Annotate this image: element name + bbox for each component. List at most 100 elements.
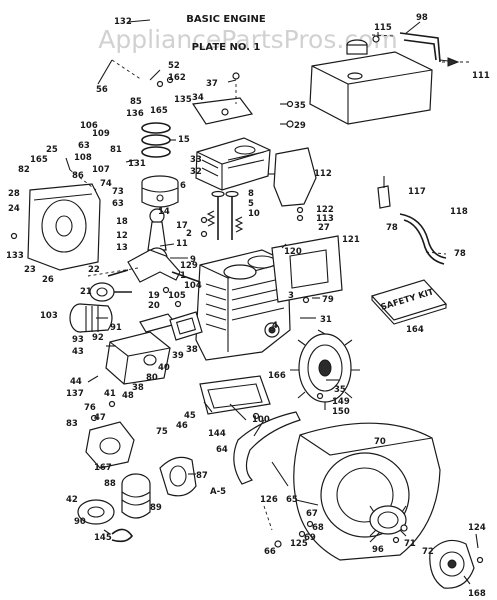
label-106: 106 (80, 121, 98, 131)
label-111: 111 (472, 71, 490, 81)
label-107: 107 (92, 165, 110, 175)
label-70: 70 (374, 437, 386, 447)
label-39: 39 (172, 351, 184, 361)
label-2: 2 (186, 229, 192, 239)
label-35: 35 (294, 101, 306, 111)
label-37: 37 (206, 79, 218, 89)
label-165-left: 165 (30, 155, 48, 165)
label-92: 92 (92, 333, 104, 343)
fasteners-illustration (10, 72, 484, 564)
plate-reference: A-5 (210, 487, 226, 497)
piston-illustration (141, 175, 179, 208)
label-87: 87 (196, 471, 208, 481)
label-52: 52 (168, 61, 180, 71)
label-69: 69 (304, 533, 316, 543)
label-48: 48 (122, 391, 134, 401)
label-1: 1 (180, 271, 186, 281)
label-118: 118 (450, 207, 468, 217)
label-38: 38 (132, 383, 144, 393)
head-bracket-illustration (191, 97, 254, 125)
label-32: 32 (190, 167, 202, 177)
starter-pulley-illustration (369, 505, 407, 537)
label-168: 168 (468, 589, 486, 599)
label-20: 20 (148, 301, 160, 311)
piston-rings-illustration (141, 122, 171, 158)
label-80: 80 (146, 373, 158, 383)
label-126: 126 (260, 495, 278, 505)
label-56: 56 (96, 85, 108, 95)
label-131: 131 (128, 159, 146, 169)
fuel-line-illustration (377, 176, 447, 265)
label-85: 85 (130, 97, 142, 107)
label-74: 74 (100, 179, 112, 189)
crankcase-cover-illustration (27, 183, 101, 271)
label-5: 5 (248, 199, 254, 209)
label-121: 121 (342, 235, 360, 245)
label-86: 86 (72, 171, 84, 181)
label-46: 46 (176, 421, 188, 431)
label-113: 113 (316, 214, 334, 224)
label-38-top: 38 (186, 345, 198, 355)
label-72: 72 (422, 547, 434, 557)
label-64: 64 (216, 445, 228, 455)
label-81: 81 (110, 145, 122, 155)
label-63: 63 (112, 199, 124, 209)
label-65: 65 (286, 495, 298, 505)
label-162: 162 (168, 73, 186, 83)
label-33: 33 (190, 155, 202, 165)
label-117: 117 (408, 187, 426, 197)
label-40: 40 (158, 363, 170, 373)
label-105: 105 (168, 291, 186, 301)
crankshaft-illustration (107, 249, 201, 283)
label-18: 18 (116, 217, 128, 227)
label-42: 42 (66, 495, 78, 505)
label-75: 75 (156, 427, 168, 437)
label-15: 15 (178, 135, 190, 145)
label-150: 150 (332, 407, 350, 417)
label-82: 82 (18, 165, 30, 175)
label-35-right: 35 (334, 385, 346, 395)
muffler-heat-shield-illustration (159, 456, 197, 497)
label-68: 68 (312, 523, 324, 533)
label-4: 4 (272, 321, 278, 331)
label-12: 12 (116, 231, 128, 241)
label-167: 167 (94, 463, 112, 473)
label-66: 66 (264, 547, 276, 557)
label-44: 44 (70, 377, 82, 387)
label-89: 89 (150, 503, 162, 513)
float-bowl-illustration (85, 421, 135, 469)
label-164: 164 (406, 325, 424, 335)
label-63-top: 63 (78, 141, 90, 151)
label-34: 34 (192, 93, 204, 103)
label-43: 43 (72, 347, 84, 357)
label-120: 120 (284, 247, 302, 257)
label-124: 124 (468, 523, 486, 533)
label-26: 26 (42, 275, 54, 285)
muffler-illustration (77, 473, 151, 543)
label-90: 90 (74, 517, 86, 527)
engine-block-illustration (195, 249, 291, 361)
label-137: 137 (66, 389, 84, 399)
label-122: 122 (316, 205, 334, 215)
label-24: 24 (8, 204, 20, 214)
label-78-top: 78 (386, 223, 398, 233)
label-9: 9 (190, 255, 196, 265)
label-14: 14 (158, 207, 170, 217)
gaskets-illustration (169, 311, 271, 415)
cylinder-shroud-illustration (233, 411, 301, 485)
label-166: 166 (268, 371, 286, 381)
label-22: 22 (88, 265, 100, 275)
label-67: 67 (306, 509, 318, 519)
label-93: 93 (72, 335, 84, 345)
label-79: 79 (322, 295, 334, 305)
label-125: 125 (290, 539, 308, 549)
label-19: 19 (148, 291, 160, 301)
label-100: 100 (252, 415, 270, 425)
label-76: 76 (84, 403, 96, 413)
label-83: 83 (66, 419, 78, 429)
valves-illustration (206, 190, 244, 240)
label-132: 132 (114, 17, 132, 27)
label-27: 27 (318, 223, 330, 233)
diagram-title: BASIC ENGINE (186, 14, 266, 25)
